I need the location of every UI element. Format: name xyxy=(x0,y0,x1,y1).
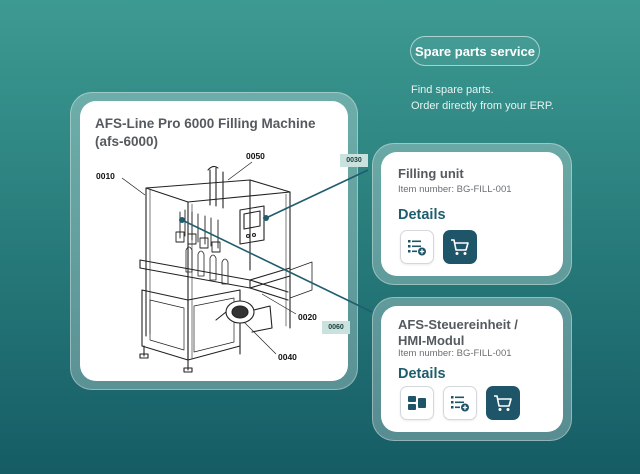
callout-0020[interactable]: 0020 xyxy=(298,312,317,322)
view-modules-button[interactable] xyxy=(400,386,434,420)
service-tagline: Find spare parts. Order directly from yo… xyxy=(411,82,554,114)
cart-icon xyxy=(451,239,469,255)
part-title: Filling unit xyxy=(398,166,464,181)
part-title: AFS-Steuereinheit / HMI-Modul xyxy=(398,317,518,348)
tagline-line-1: Find spare parts. xyxy=(411,84,494,96)
cart-icon xyxy=(494,395,512,411)
part-tag-0060: 0060 xyxy=(322,321,350,334)
spare-parts-service-button[interactable]: Spare parts service xyxy=(410,36,540,66)
callout-0010[interactable]: 0010 xyxy=(96,171,115,181)
machine-title: AFS-Line Pro 6000 Filling Machine (afs-6… xyxy=(95,116,316,149)
details-link[interactable]: Details xyxy=(398,366,446,382)
add-to-list-button[interactable] xyxy=(400,230,434,264)
part-tag-0030: 0030 xyxy=(340,154,368,167)
list-add-icon xyxy=(408,240,426,256)
callout-0040[interactable]: 0040 xyxy=(278,352,297,362)
part-item-number: Item number: BG-FILL-001 xyxy=(398,184,512,195)
add-to-cart-button[interactable] xyxy=(443,230,477,264)
spare-parts-service-label: Spare parts service xyxy=(415,43,535,59)
callout-0050[interactable]: 0050 xyxy=(246,151,265,161)
add-to-list-button[interactable] xyxy=(443,386,477,420)
details-link[interactable]: Details xyxy=(398,207,446,223)
part-item-number: Item number: BG-FILL-001 xyxy=(398,348,512,359)
list-add-icon xyxy=(451,396,469,412)
machine-drawing[interactable] xyxy=(90,150,330,375)
modules-icon xyxy=(408,396,426,410)
machine-card xyxy=(80,101,348,381)
add-to-cart-button[interactable] xyxy=(486,386,520,420)
tagline-line-2: Order directly from your ERP. xyxy=(411,100,554,112)
